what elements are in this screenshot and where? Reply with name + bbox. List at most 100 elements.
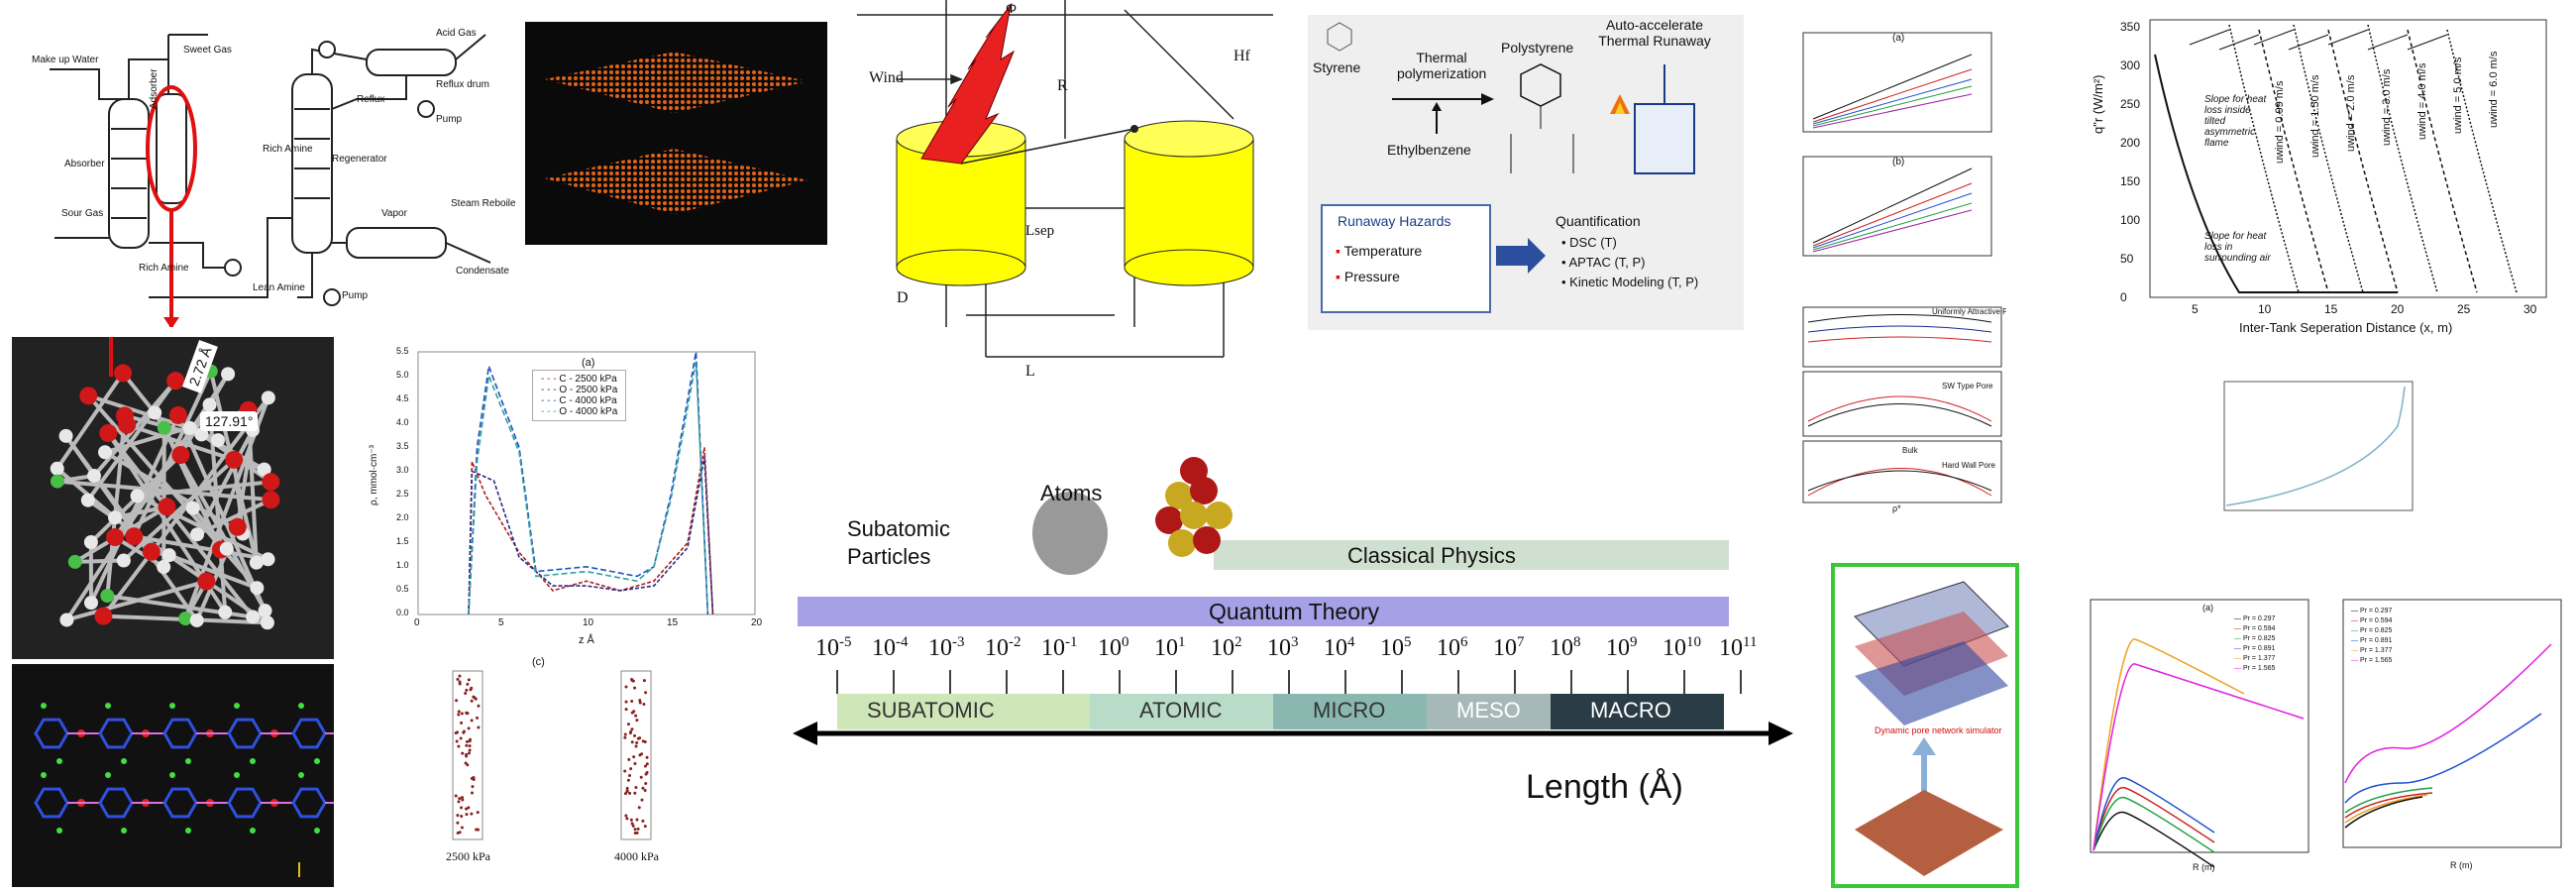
label-radius: R [1057,77,1068,94]
scale-exponent-label: 10-2 [985,634,1021,661]
label-hard-wall-pore: Hard Wall Pore [1942,461,1995,470]
label-lean-amine: Lean Amine [253,282,305,293]
small-plot-a: (a) [1773,25,2001,154]
tank-left [896,120,1026,286]
label-height: Hf [1234,48,1250,64]
mc1-series-line [2093,787,2215,851]
hf-wind-label: uwind = 3.0 m/s [2381,68,2393,146]
scale-exponent-label: 10-4 [872,634,909,661]
quant-item-dsc: • DSC (T) [1561,235,1617,250]
plot-a-tag: (a) [1892,33,1905,44]
label-wind: Wind [869,69,904,86]
hf-wind-label: uwind = 0.99 m/s [2274,80,2286,164]
hf-wind-curve [2228,24,2300,293]
density-y-tick: 3.0 [396,465,409,475]
density-legend: - - - C - 2500 kPa- - - O - 2500 kPa- - … [532,370,627,421]
density-x-tick: 15 [667,617,679,628]
scale-exponent-label: 10-3 [928,634,965,661]
scale-exponent-label: 106 [1437,634,1468,661]
heat-flux-chart: q"r (W/m²) Inter-Tank Seperation Distanc… [2081,15,2556,352]
hf-wind-curve [2367,24,2438,293]
label-pump-2: Pump [342,290,369,301]
mc1-legend-item: — Pr = 0.891 [2234,645,2276,652]
mc1-series-line [2093,796,2215,853]
label-pump: Pump [436,114,463,125]
mc2-legend: — Pr = 0.297— Pr = 0.594— Pr = 0.825— Pr… [2351,607,2392,666]
mc2-series-line [2344,794,2428,824]
density-legend-item: - - - C - 4000 kPa [541,395,617,406]
label-rich-amine-mid: Rich Amine [263,144,313,155]
scale-exponent-label: 101 [1154,634,1186,661]
small-divergent-curve [2204,377,2422,525]
density-y-tick: 5.5 [396,346,409,356]
process-flow-svg [50,34,491,327]
mc1-series-line [2093,777,2215,851]
label-steam-reboiler: Steam Reboiler [451,198,515,209]
density-legend-item: - - - O - 2500 kPa [541,385,618,395]
density-y-label: ρ, mmol·cm⁻³ [369,445,379,505]
lattice-image [525,22,827,245]
quant-item-aptac: • APTAC (T, P) [1561,255,1646,270]
pore-network-label: Dynamic pore network simulator [1875,725,2002,735]
hf-wind-label: uwind = 2.0 m/s [2345,74,2357,152]
hf-y-tick: 100 [2120,213,2141,227]
mc2-series-line [2344,796,2423,829]
ethylbenzene-label: Ethylbenzene [1387,142,1471,158]
multi-curve-chart-1: (a) R (m) — Pr = 0.297— Pr = 0.594— Pr =… [2066,585,2318,882]
hf-wind-curve [2293,24,2364,293]
scale-band-label: MICRO [1313,698,1386,723]
styrene-label: Styrene [1313,59,1361,75]
hf-y-tick: 350 [2120,20,2141,34]
label-adsorber: Adsorber [149,68,160,109]
mc2-legend-item: — Pr = 1.565 [2351,657,2393,664]
mc2-legend-item: — Pr = 0.891 [2351,637,2393,644]
density-x-label: z Å [579,634,594,646]
hf-x-tick: 20 [2391,302,2405,316]
hf-x-tick: 25 [2457,302,2471,316]
mc1-series-line [2093,811,2215,868]
label-reflux-drum: Reflux drum [436,79,489,90]
hf-y-tick: 300 [2120,58,2141,72]
label-reflux: Reflux [357,94,385,105]
subatomic-particles-label: Subatomic Particles [847,516,950,569]
label-rich-amine: Rich Amine [139,263,189,274]
scale-exponent-label: 107 [1493,634,1525,661]
mc1-legend-item: — Pr = 0.825 [2234,635,2276,642]
flame [920,4,1016,165]
pore-x-label: ρ* [1892,503,1901,513]
density-x-tick: 0 [414,617,420,628]
mc2-series-line [2344,792,2433,819]
label-absorber: Absorber [64,159,105,169]
mc1-legend-item: — Pr = 1.377 [2234,655,2276,662]
hf-y-tick: 50 [2120,252,2134,266]
molecule-3d-panel: 2.72 Å 127.91° [12,337,334,659]
mc1-legend-item: — Pr = 0.297 [2234,615,2276,622]
multi-curve-chart-2: R (m) — Pr = 0.297— Pr = 0.594— Pr = 0.8… [2323,585,2576,882]
mc1-series-line [2093,663,2305,851]
scale-exponent-label: 1011 [1719,634,1758,661]
density-x-tick: 20 [751,617,763,628]
quantification-title: Quantification [1556,213,1641,229]
density-x-tick: 5 [498,617,504,628]
atoms-label: Atoms [1040,481,1103,505]
density-y-tick: 4.5 [396,393,409,403]
hf-curve [2154,54,2398,293]
length-scale-figure: Atoms Subatomic Particles Classical Phys… [788,436,1818,833]
label-diameter: D [897,289,909,306]
quantum-theory-label: Quantum Theory [1209,599,1380,624]
polystyrene-label: Polystyrene [1501,40,1574,56]
density-y-tick: 5.0 [396,370,409,380]
scale-exponent-label: 1010 [1663,634,1701,661]
classical-physics-label: Classical Physics [1347,543,1516,568]
hf-y-tick: 250 [2120,97,2141,111]
hf-y-tick: 200 [2120,136,2141,150]
hf-wind-label: uwind = 5.0 m/s [2452,56,2464,134]
label-spacing: Lsep [1025,223,1055,239]
scale-exponent-label: 109 [1606,634,1638,661]
label-vapor: Vapor [381,208,407,219]
density-chart: ρ, mmol·cm⁻³ z Å (a) - - - C - 2500 kPa-… [359,337,775,654]
quant-item-kinetic: • Kinetic Modeling (T, P) [1561,275,1699,289]
density-y-tick: 0.5 [396,584,409,594]
mc1-series-line [2093,638,2245,851]
scale-exponent-label: 102 [1211,634,1242,661]
